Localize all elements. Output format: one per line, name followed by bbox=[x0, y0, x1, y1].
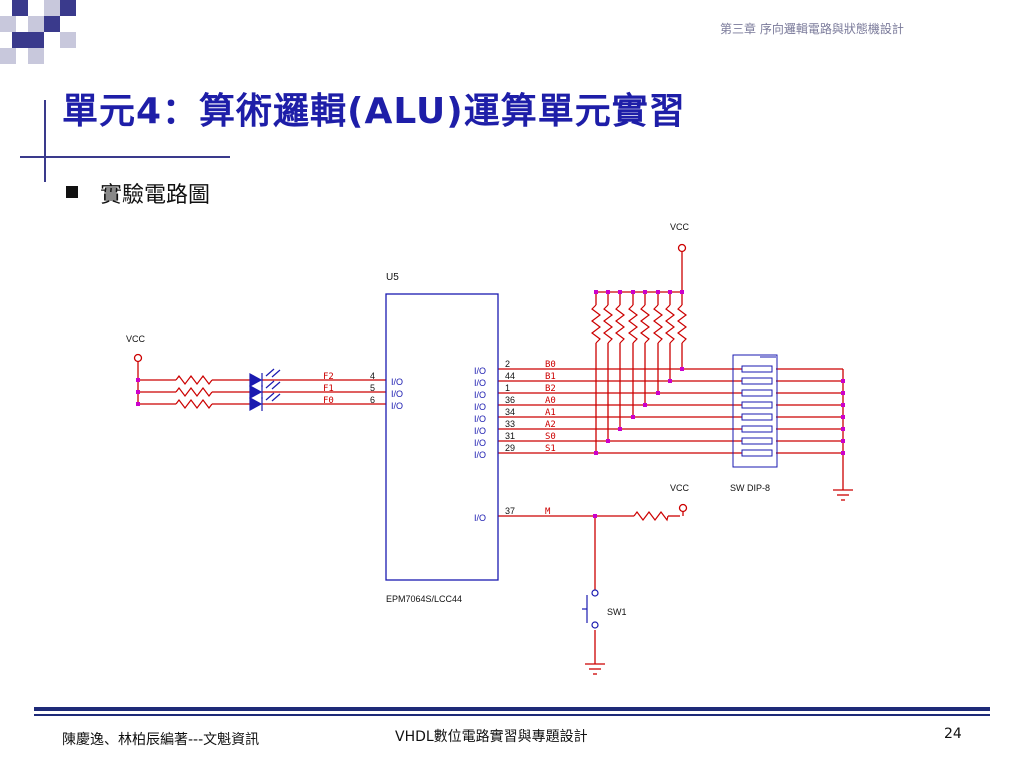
io-label: I/O bbox=[391, 401, 403, 411]
right-pin-number: 36 bbox=[505, 395, 515, 405]
right-pin-number: 33 bbox=[505, 419, 515, 429]
io-label: I/O bbox=[474, 513, 486, 523]
vcc-top-label: VCC bbox=[670, 222, 690, 232]
chip-u5 bbox=[385, 293, 499, 581]
left-signal-label: F0 bbox=[323, 396, 334, 406]
circuit-schematic: U5 EPM7064S/LCC44 VCC VCC VCC SW DIP-8 S… bbox=[126, 222, 853, 675]
io-label: I/O bbox=[474, 426, 486, 436]
right-pin-number: 31 bbox=[505, 431, 515, 441]
title-vertical-rule bbox=[44, 100, 46, 182]
right-signal-label: B0 bbox=[545, 360, 556, 370]
right-pin-number: 2 bbox=[505, 359, 510, 369]
right-signal-label: A2 bbox=[545, 420, 556, 430]
io-label: I/O bbox=[474, 414, 486, 424]
dip-switch bbox=[732, 354, 778, 468]
io-label: I/O bbox=[474, 438, 486, 448]
right-signal-label: B1 bbox=[545, 372, 556, 382]
footer-authors: 陳慶逸、林柏辰編著---文魁資訊 bbox=[62, 732, 260, 748]
footer-rule-thick bbox=[34, 707, 990, 711]
right-pin-number: 44 bbox=[505, 371, 515, 381]
slide-title: 單元4：算術邏輯(ALU)運算單元實習 bbox=[62, 91, 686, 132]
right-pin-number: 1 bbox=[505, 383, 510, 393]
vcc-mode-label: VCC bbox=[670, 483, 690, 493]
dip-switch-label: SW DIP-8 bbox=[730, 483, 770, 493]
io-label: I/O bbox=[391, 389, 403, 399]
switch-label: SW1 bbox=[607, 607, 627, 617]
right-signal-label: B2 bbox=[545, 384, 556, 394]
left-signal-label: F1 bbox=[323, 384, 334, 394]
right-signal-label: A0 bbox=[545, 396, 556, 406]
io-label: I/O bbox=[474, 366, 486, 376]
right-signal-label: S1 bbox=[545, 444, 556, 454]
right-signal-label: A1 bbox=[545, 408, 556, 418]
io-label: I/O bbox=[391, 377, 403, 387]
mode-signal-label: M bbox=[545, 507, 551, 517]
left-pin-number: 6 bbox=[370, 395, 375, 405]
vcc-led-label: VCC bbox=[126, 334, 146, 344]
left-pin-number: 4 bbox=[370, 371, 375, 381]
footer-book-title: VHDL數位電路實習與專題設計 bbox=[395, 729, 588, 745]
right-pin-number: 34 bbox=[505, 407, 515, 417]
left-pin-number: 5 bbox=[370, 383, 375, 393]
io-label: I/O bbox=[474, 390, 486, 400]
bullet-square-icon bbox=[66, 186, 78, 198]
chip-ref-label: U5 bbox=[386, 272, 399, 283]
chapter-heading: 第三章 序向邏輯電路與狀態機設計 bbox=[720, 22, 904, 36]
bullet-text: 實驗電路圖 bbox=[100, 183, 211, 208]
left-signal-label: F2 bbox=[323, 372, 334, 382]
io-label: I/O bbox=[474, 450, 486, 460]
chip-part-label: EPM7064S/LCC44 bbox=[386, 594, 462, 604]
io-label: I/O bbox=[474, 402, 486, 412]
io-label: I/O bbox=[474, 378, 486, 388]
mode-pin-number: 37 bbox=[505, 506, 515, 516]
right-signal-label: S0 bbox=[545, 432, 556, 442]
footer-rule-thin bbox=[34, 714, 990, 716]
footer-page-number: 24 bbox=[944, 726, 962, 742]
title-horizontal-rule bbox=[20, 156, 230, 158]
right-pin-number: 29 bbox=[505, 443, 515, 453]
